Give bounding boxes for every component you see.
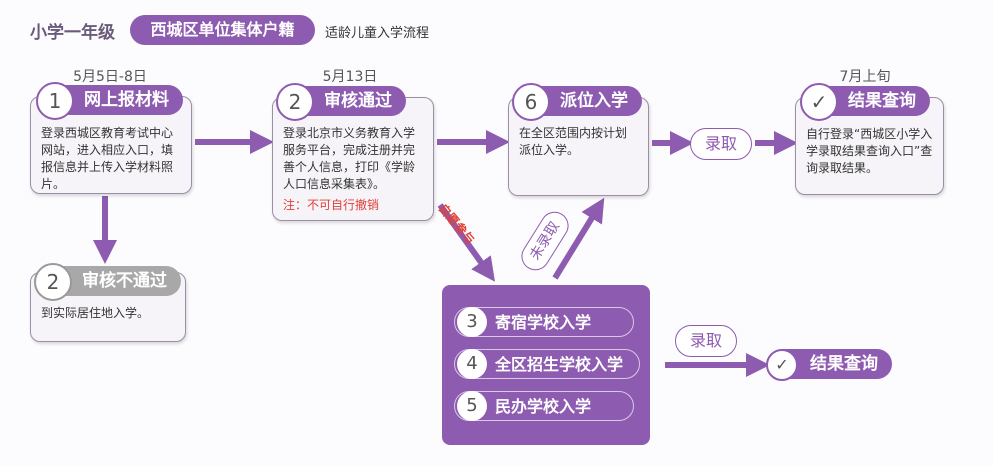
result-title: 结果查询: [848, 91, 916, 111]
option-label: 寄宿学校入学: [495, 313, 592, 332]
step2-card: 登录北京市义务教育入学服务平台，完成注册并完善个人信息，打印《学龄人口信息采集表…: [272, 97, 434, 221]
step6-title: 派位入学: [560, 91, 628, 111]
step1-title: 网上报材料: [84, 90, 169, 110]
step-number: 6: [512, 83, 550, 121]
step2-title: 审核通过: [324, 91, 392, 111]
result2-title: 结果查询: [810, 354, 878, 374]
admitted-label-2: 录取: [675, 325, 737, 357]
option-private: 5 民办学校入学: [454, 391, 634, 421]
step-number: 1: [36, 82, 74, 120]
page-subtitle: 适龄儿童入学流程: [325, 26, 430, 41]
step2-note: 注：不可自行撤销: [283, 198, 380, 212]
page-title: 小学一年级: [30, 23, 115, 43]
step2-date: 5月13日: [322, 69, 378, 85]
step6-text: 在全区范围内按计划派位入学。: [519, 126, 628, 157]
check-icon: ✓: [766, 349, 798, 381]
category-badge: 西城区单位集体户籍: [130, 15, 315, 45]
option-label: 民办学校入学: [495, 397, 592, 416]
step-number: 2: [34, 263, 72, 301]
option-boarding: 3 寄宿学校入学: [454, 307, 634, 337]
step2-fail-title: 审核不通过: [82, 271, 167, 291]
step1-date: 5月5日-8日: [73, 69, 147, 85]
arrow-options-to-6: [552, 197, 605, 280]
option-number: 5: [457, 391, 487, 421]
step2-fail-header: 2 审核不通过: [34, 263, 181, 301]
result2-pill: ✓ 结果查询: [766, 349, 892, 381]
check-icon: ✓: [800, 83, 838, 121]
option-district: 4 全区招生学校入学: [454, 349, 640, 379]
admitted-label: 录取: [690, 128, 752, 160]
option-number: 4: [457, 349, 487, 379]
step1-text: 登录西城区教育考试中心网站，进入相应入口，填报信息并上传入学材料照片。: [41, 126, 174, 191]
arrow-2-to-options: [437, 203, 495, 282]
options-block: 3 寄宿学校入学 4 全区招生学校入学 5 民办学校入学: [442, 285, 650, 445]
step-number: 2: [276, 83, 314, 121]
step1-header: 1 网上报材料: [36, 82, 183, 120]
step2-text: 登录北京市义务教育入学服务平台，完成注册并完善个人信息，打印《学龄人口信息采集表…: [283, 126, 416, 191]
option-label: 全区招生学校入学: [495, 355, 624, 374]
step2-fail-text: 到实际居住地入学。: [41, 306, 150, 320]
result-text: 自行登录“西城区小学入学录取结果查询入口”查询录取结果。: [806, 127, 933, 175]
step6-header: 6 派位入学: [512, 83, 642, 121]
result-header: ✓ 结果查询: [800, 83, 930, 121]
option-number: 3: [457, 307, 487, 337]
step2-header: 2 审核通过: [276, 83, 406, 121]
result-date: 7月上旬: [839, 69, 891, 85]
